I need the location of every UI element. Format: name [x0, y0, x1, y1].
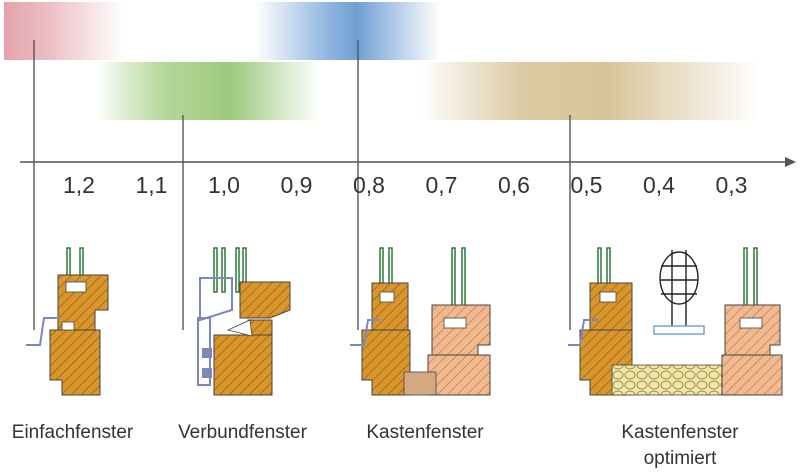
label-verbundfenster: Verbundfenster — [178, 422, 307, 443]
label-kastenfenster-optimiert: Kastenfenster optimiert — [600, 420, 760, 472]
range-band-verbund — [95, 62, 320, 120]
axis-tick-label: 0,6 — [498, 172, 530, 198]
range-band-kasten — [255, 2, 440, 60]
kastenfenster-optimiert-section — [568, 247, 783, 396]
axis-tick-label: 0,8 — [353, 172, 385, 198]
label-kastenfenster-optimiert-line2: optimiert — [643, 448, 717, 469]
label-kastenfenster-optimiert-line1: Kastenfenster — [621, 422, 739, 443]
label-kastenfenster: Kastenfenster — [366, 422, 484, 443]
axis-tick-label: 1,0 — [208, 172, 240, 198]
axis-tick-label: 0,9 — [280, 172, 313, 198]
range-band-einfach — [4, 2, 124, 60]
label-einfachfenster: Einfachfenster — [11, 422, 134, 443]
range-band-kasten-optimiert — [420, 62, 760, 120]
axis-tick-label: 0,5 — [570, 172, 603, 198]
einfachfenster-section — [26, 247, 109, 396]
verbundfenster-section — [197, 247, 291, 396]
grille-icon — [653, 250, 705, 335]
kastenfenster-section — [350, 247, 491, 396]
axis-tick-label: 0,7 — [425, 172, 458, 198]
axis-tick-label: 0,3 — [715, 172, 748, 198]
axis-tick-label: 1,2 — [63, 172, 95, 198]
axis-tick-label: 1,1 — [135, 172, 168, 198]
axis-tick-label: 0,4 — [643, 172, 675, 198]
axis-arrow-icon — [785, 157, 796, 167]
